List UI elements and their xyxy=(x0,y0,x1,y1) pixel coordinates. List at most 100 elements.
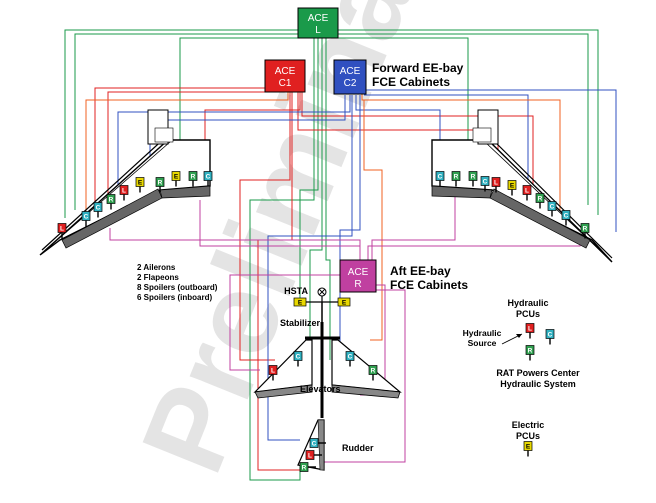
pcu-center-marker: C xyxy=(309,438,326,448)
hsta-assembly xyxy=(303,287,341,303)
pcu-letter: E xyxy=(298,299,303,306)
pcu-letter: E xyxy=(510,182,515,189)
pcu-left-marker: L xyxy=(268,365,278,381)
pcu-electric-marker: E xyxy=(523,441,533,457)
pcu-electric-marker: E xyxy=(171,171,181,187)
pcu-letter: L xyxy=(60,225,64,232)
ace-c1-alt-wiring xyxy=(85,92,561,341)
forward-fce-cabinets-label: FCE Cabinets xyxy=(372,75,450,89)
aft-fce-cabinets-label: FCE Cabinets xyxy=(390,278,468,292)
pcu-electric-marker: E xyxy=(135,177,145,193)
pcu-right-marker: R xyxy=(106,194,116,210)
pcu-center-marker: C xyxy=(480,176,490,192)
pcu-letter: C xyxy=(296,353,301,360)
pcu-letter: R xyxy=(528,347,533,354)
surfaces-spoilers-inboard: 6 Spoilers (inboard) xyxy=(137,293,212,302)
pcu-letter: E xyxy=(526,443,531,450)
pcu-center-marker: C xyxy=(203,171,213,187)
pcu-letter: L xyxy=(308,452,312,459)
legend: Hydraulic PCUs Hydraulic Source RAT Powe… xyxy=(463,298,581,441)
ace-l-box[interactable]: ACE L xyxy=(297,7,339,39)
pcu-letter: C xyxy=(206,173,211,180)
ace-c1-box[interactable]: ACE C1 xyxy=(264,59,306,93)
ace-r-label: ACE xyxy=(348,267,369,278)
legend-pointer-arrowhead xyxy=(516,334,522,338)
pcu-electric-marker: E xyxy=(337,297,351,306)
surfaces-flapeons: 2 Flapeons xyxy=(137,273,179,282)
rudder-label: Rudder xyxy=(342,443,374,453)
pcu-center-marker: C xyxy=(93,202,103,218)
pcu-left-marker: L xyxy=(522,185,532,201)
pcu-center-marker: C xyxy=(547,201,557,217)
pcu-letter: C xyxy=(550,203,555,210)
ace-c2-box[interactable]: ACE C2 xyxy=(333,59,367,95)
pcu-left-marker: L xyxy=(119,185,129,201)
pcu-center-marker: C xyxy=(561,210,571,226)
legend-hydraulic-pcus-subtitle: PCUs xyxy=(516,309,540,319)
surfaces-spoilers-outboard: 8 Spoilers (outboard) xyxy=(137,283,218,292)
legend-rat-subtitle: Hydraulic System xyxy=(500,379,576,389)
pcu-letter: R xyxy=(158,179,163,186)
pcu-letter: E xyxy=(342,299,347,306)
pcu-letter: R xyxy=(109,196,114,203)
pcu-left-marker: L xyxy=(305,450,322,460)
pcu-letter: C xyxy=(438,173,443,180)
pcu-letter: R xyxy=(538,195,543,202)
ace-l-id: L xyxy=(315,25,321,36)
pcu-left-marker: L xyxy=(57,223,67,239)
elevators-label: Elevators xyxy=(300,384,341,394)
ace-l-label: ACE xyxy=(308,13,329,24)
pcu-letter: E xyxy=(174,173,179,180)
legend-hydraulic-source-subtitle: Source xyxy=(468,338,497,348)
surfaces-ailerons: 2 Ailerons xyxy=(137,263,176,272)
hsta-label: HSTA xyxy=(284,286,308,296)
pcu-letter: C xyxy=(548,331,553,338)
pcu-center-marker: C xyxy=(545,329,555,345)
pcu-right-marker: R xyxy=(299,462,316,472)
ace-c1-wiring xyxy=(94,87,534,471)
pcu-letter: L xyxy=(122,187,126,194)
pcu-electric-marker: E xyxy=(507,180,517,196)
pcu-right-marker: R xyxy=(155,177,165,193)
right-wing xyxy=(431,109,613,263)
pcu-letter: L xyxy=(528,325,532,332)
pcu-center-marker: C xyxy=(81,211,91,227)
pcu-letter: E xyxy=(138,179,143,186)
legend-electric-pcus-title: Electric xyxy=(512,420,545,430)
ace-c2-id: C2 xyxy=(344,78,357,89)
pcu-right-marker: R xyxy=(368,365,378,381)
ace-r-id: R xyxy=(354,279,361,290)
pcu-letter: R xyxy=(302,464,307,471)
pcu-letter: R xyxy=(454,173,459,180)
ace-c1-id: C1 xyxy=(279,78,292,89)
legend-hydraulic-pcus-title: Hydraulic xyxy=(507,298,548,308)
ace-l-wiring xyxy=(64,29,599,481)
pcu-letter: L xyxy=(494,179,498,186)
pcu-letter: R xyxy=(371,367,376,374)
ace-c1-label: ACE xyxy=(275,66,296,77)
pcu-letter: C xyxy=(564,212,569,219)
pcu-letter: R xyxy=(471,173,476,180)
pcu-letter: C xyxy=(312,440,317,447)
legend-hydraulic-source-title: Hydraulic xyxy=(463,328,502,338)
pcu-right-marker: R xyxy=(451,171,461,187)
pcu-right-marker: R xyxy=(468,171,478,187)
stabilizer-label: Stabilizer xyxy=(280,318,321,328)
ace-r-wiring xyxy=(109,195,581,463)
legend-electric-pcus-subtitle: PCUs xyxy=(516,431,540,441)
pcu-right-marker: R xyxy=(580,223,590,239)
pcu-letter: L xyxy=(525,187,529,194)
pcu-right-marker: R xyxy=(535,193,545,209)
pcu-electric-marker: E xyxy=(293,297,307,306)
forward-ee-bay-label: Forward EE-bay xyxy=(372,61,464,75)
legend-rat-title: RAT Powers Center xyxy=(496,368,580,378)
pcu-letter: L xyxy=(271,367,275,374)
pcu-right-marker: R xyxy=(188,171,198,187)
pcu-left-marker: L xyxy=(491,177,501,193)
ace-r-box[interactable]: ACE R xyxy=(339,259,377,293)
pcu-letter: C xyxy=(84,213,89,220)
pcu-center-marker: C xyxy=(435,171,445,187)
